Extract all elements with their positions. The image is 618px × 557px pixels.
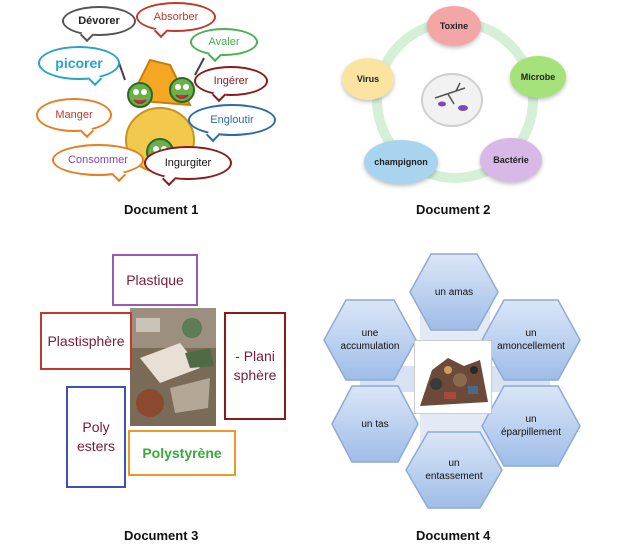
hex-un-amoncellement: un amoncellement xyxy=(480,298,582,382)
document-3: Plastique Plastisphère - Plani sphère Po… xyxy=(36,248,296,498)
box-polystyrene: Polystyrène xyxy=(128,430,236,476)
node-champignon: champignon xyxy=(364,140,438,184)
document-2: Toxine Virus Microbe champignon Bactérie xyxy=(330,0,570,200)
hex-une-accumulation: une accumulation xyxy=(322,298,418,382)
hex-un-eparpillement: un éparpillement xyxy=(480,384,582,468)
box-planisphere: - Plani sphère xyxy=(224,312,286,420)
plastic-debris-photo xyxy=(130,308,216,426)
document-4: un amas une accumulation un amoncellemen… xyxy=(320,248,590,510)
bubble-picorer: picorer xyxy=(38,46,120,80)
bubble-avaler: Avaler xyxy=(190,28,258,56)
document-1: Dévorer Absorber Avaler picorer Ingérer … xyxy=(30,0,290,200)
bubble-consommer: Consommer xyxy=(52,144,144,176)
bubble-ingurgiter: Ingurgiter xyxy=(144,146,232,180)
bubble-ingerer: Ingérer xyxy=(194,66,268,96)
box-plastique: Plastique xyxy=(112,254,198,306)
node-virus: Virus xyxy=(342,58,394,100)
node-microbe: Microbe xyxy=(510,56,566,98)
document-4-caption: Document 4 xyxy=(416,528,491,543)
bubble-devorer: Dévorer xyxy=(62,6,136,36)
box-plastisphere: Plastisphère xyxy=(40,312,132,370)
node-bacterie: Bactérie xyxy=(480,138,542,182)
node-toxine: Toxine xyxy=(427,6,481,46)
document-1-caption: Document 1 xyxy=(124,202,199,217)
document-3-caption: Document 3 xyxy=(124,528,199,543)
bubble-absorber: Absorber xyxy=(136,2,216,32)
box-polyesters: Poly esters xyxy=(66,386,126,488)
document-2-caption: Document 2 xyxy=(416,202,491,217)
hex-un-amas: un amas xyxy=(408,252,500,332)
bubble-engloutir: Engloutir xyxy=(188,104,276,136)
ring-connector xyxy=(372,17,538,183)
hex-un-tas: un tas xyxy=(330,384,420,464)
waste-pile-image xyxy=(414,340,492,414)
bubble-manger: Manger xyxy=(36,98,112,132)
hex-un-entassement: un entassement xyxy=(404,430,504,510)
